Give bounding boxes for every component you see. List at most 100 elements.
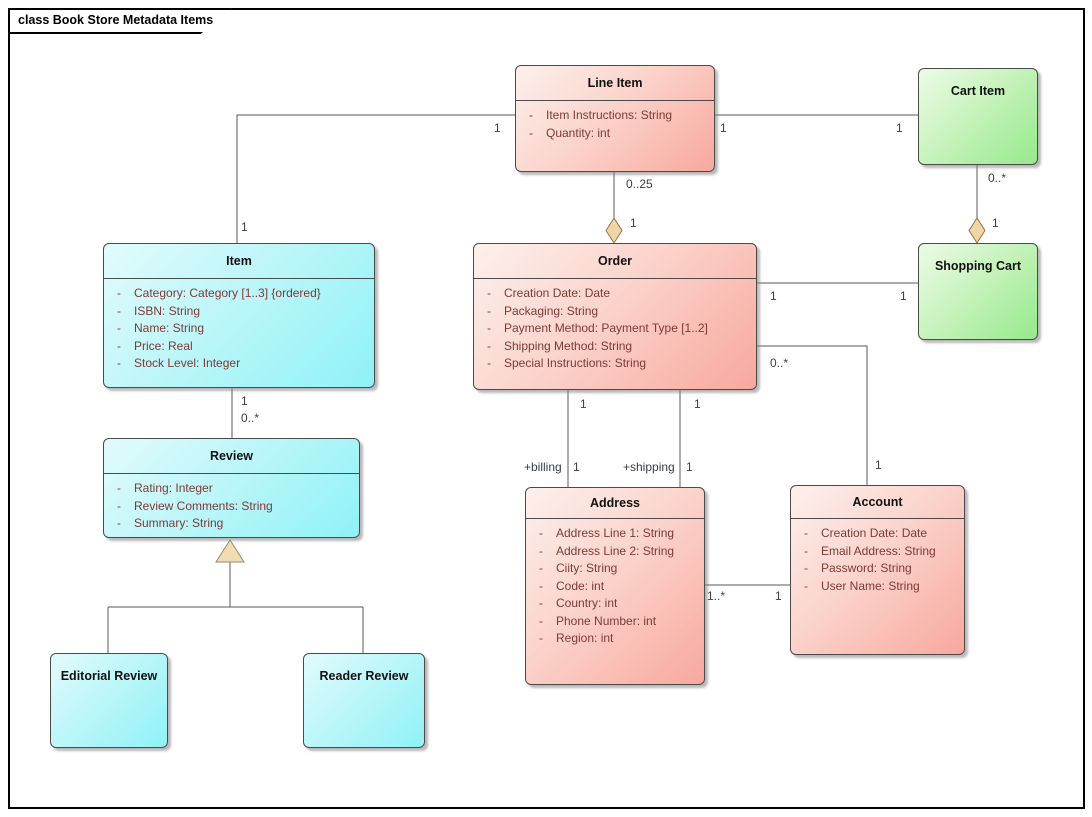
- multiplicity-label-order-shoppingcart-tgt: 1: [900, 289, 907, 303]
- visibility-marker: -: [539, 631, 543, 645]
- visibility-marker: -: [529, 108, 533, 122]
- attribute-row: -Password: String: [791, 560, 960, 578]
- attribute-row: -Creation Date: Date: [474, 285, 752, 303]
- aggregation-diamond-shoppingcart: [968, 217, 986, 244]
- attribute-row: -Category: Category [1..3] {ordered}: [104, 285, 370, 303]
- visibility-marker: -: [487, 303, 491, 318]
- visibility-marker: -: [487, 356, 491, 370]
- attributes-list: -Address Line 1: String-Address Line 2: …: [526, 519, 704, 648]
- attribute-text: Region: int: [556, 631, 614, 645]
- multiplicity-label-item-review-src: 1: [241, 394, 248, 408]
- attributes-list: -Rating: Integer-Review Comments: String…: [104, 474, 359, 533]
- visibility-marker: -: [539, 578, 543, 593]
- class-box-account[interactable]: Account -Creation Date: Date-Email Addre…: [790, 485, 965, 655]
- visibility-marker: -: [117, 338, 121, 353]
- class-name: Address: [526, 488, 704, 519]
- attributes-list: -Creation Date: Date-Packaging: String-P…: [474, 279, 756, 373]
- attribute-row: -Code: int: [526, 578, 700, 596]
- class-box-address[interactable]: Address -Address Line 1: String-Address …: [525, 487, 705, 685]
- multiplicity-label-lineitem-item-tgt: 1: [241, 220, 248, 234]
- association-lineitem-item[interactable]: [236, 114, 515, 243]
- class-box-review[interactable]: Review -Rating: Integer-Review Comments:…: [103, 438, 360, 538]
- role-label-billing: +billing: [524, 460, 562, 474]
- multiplicity-label-lineitem-cartitem-src: 1: [720, 121, 727, 135]
- multiplicity-label-lineitem-order: 0..25: [626, 177, 653, 191]
- multiplicity-label-address-account-src: 1..*: [707, 589, 726, 603]
- attribute-row: -Stock Level: Integer: [104, 355, 370, 373]
- attribute-row: -Item Instructions: String: [516, 107, 710, 125]
- multiplicity-label-order-account-tgt: 1: [875, 458, 882, 472]
- visibility-marker: -: [117, 498, 121, 513]
- multiplicity-label-order-diamond: 1: [630, 216, 637, 230]
- visibility-marker: -: [804, 543, 808, 558]
- attribute-row: -Price: Real: [104, 338, 370, 356]
- attribute-text: Name: String: [134, 321, 205, 335]
- class-box-cart-item[interactable]: Cart Item: [918, 68, 1038, 165]
- class-box-shopping-cart[interactable]: Shopping Cart: [918, 243, 1038, 340]
- visibility-marker: -: [117, 516, 121, 530]
- attribute-row: -Quantity: int: [516, 125, 710, 143]
- class-name: Item: [104, 244, 374, 279]
- diagram-title: class Book Store Metadata Items: [18, 13, 214, 27]
- multiplicity-label-billing-src: 1: [580, 397, 587, 411]
- visibility-marker: -: [539, 596, 543, 610]
- visibility-marker: -: [117, 303, 121, 318]
- class-box-line-item[interactable]: Line Item -Item Instructions: String-Qua…: [515, 65, 715, 172]
- attribute-text: Address Line 1: String: [556, 526, 675, 540]
- attribute-text: Item Instructions: String: [546, 108, 673, 122]
- visibility-marker: -: [487, 321, 491, 335]
- attribute-row: -Review Comments: String: [104, 498, 355, 516]
- class-box-editorial-review[interactable]: Editorial Review: [50, 653, 168, 748]
- multiplicity-label-item-review-tgt: 0..*: [241, 411, 260, 425]
- multiplicity-label-cartitem-shoppingcart: 0..*: [988, 171, 1007, 185]
- attribute-row: -Payment Method: Payment Type [1..2]: [474, 320, 752, 338]
- attribute-text: Review Comments: String: [134, 498, 273, 513]
- attribute-row: -Region: int: [526, 630, 700, 648]
- attribute-row: -Phone Number: int: [526, 613, 700, 631]
- visibility-marker: -: [117, 356, 121, 370]
- attribute-row: -Special Instructions: String: [474, 355, 752, 373]
- attribute-text: Code: int: [556, 578, 605, 593]
- attribute-row: -Email Address: String: [791, 543, 960, 561]
- attribute-text: Phone Number: int: [556, 613, 657, 628]
- visibility-marker: -: [117, 321, 121, 335]
- generalization-triangle: [215, 539, 245, 563]
- multiplicity-label-order-account-src: 0..*: [770, 356, 789, 370]
- class-name: Order: [474, 244, 756, 279]
- class-box-item[interactable]: Item -Category: Category [1..3] {ordered…: [103, 243, 375, 388]
- role-label-shipping: +shipping: [623, 460, 675, 474]
- class-name: Cart Item: [950, 84, 1006, 98]
- aggregation-diamond-order: [605, 217, 623, 244]
- class-box-order[interactable]: Order -Creation Date: Date-Packaging: St…: [473, 243, 757, 390]
- class-name: Reader Review: [319, 669, 409, 683]
- multiplicity-label-shipping-tgt: 1: [686, 460, 693, 474]
- class-name: Shopping Cart: [934, 259, 1022, 273]
- attribute-row: -Creation Date: Date: [791, 525, 960, 543]
- association-order-account[interactable]: [757, 345, 868, 485]
- multiplicity-label-billing-tgt: 1: [573, 460, 580, 474]
- attribute-row: -Rating: Integer: [104, 480, 355, 498]
- attribute-row: -ISBN: String: [104, 303, 370, 321]
- diagram-title-tab: class Book Store Metadata Items: [8, 8, 232, 34]
- visibility-marker: -: [539, 543, 543, 558]
- class-name: Line Item: [516, 66, 714, 101]
- class-name: Review: [104, 439, 359, 474]
- attribute-text: Summary: String: [134, 516, 224, 530]
- visibility-marker: -: [487, 338, 491, 353]
- visibility-marker: -: [804, 526, 808, 540]
- visibility-marker: -: [539, 613, 543, 628]
- attribute-text: ISBN: String: [134, 303, 201, 318]
- visibility-marker: -: [529, 125, 533, 140]
- attribute-row: -Address Line 2: String: [526, 543, 700, 561]
- class-box-reader-review[interactable]: Reader Review: [303, 653, 425, 748]
- attribute-text: Category: Category [1..3] {ordered}: [134, 286, 321, 300]
- attribute-row: -User Name: String: [791, 578, 960, 596]
- attribute-row: -Shipping Method: String: [474, 338, 752, 356]
- visibility-marker: -: [539, 561, 543, 575]
- attribute-text: User Name: String: [821, 578, 920, 593]
- multiplicity-label-lineitem-item-src: 1: [494, 121, 501, 135]
- multiplicity-label-shipping-src: 1: [694, 397, 701, 411]
- attribute-text: Shipping Method: String: [504, 338, 633, 353]
- attribute-text: Country: int: [556, 596, 618, 610]
